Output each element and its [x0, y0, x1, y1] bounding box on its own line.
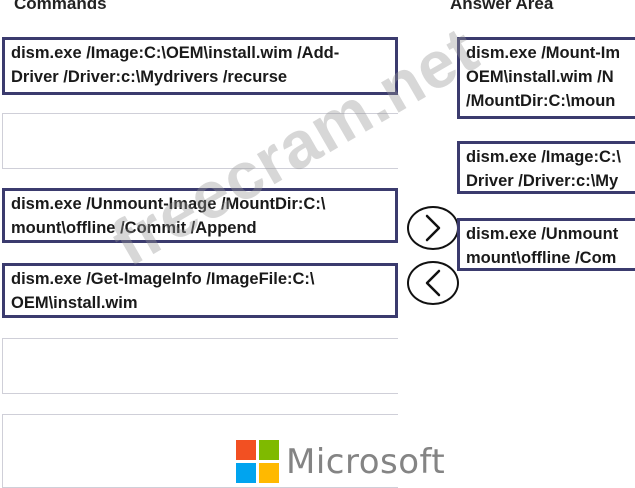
command-line: dism.exe /Get-ImageInfo /ImageFile:C:\	[11, 270, 315, 288]
commands-heading: Commands	[14, 0, 107, 13]
move-left-button[interactable]	[407, 261, 459, 305]
command-item-get-imageinfo[interactable]: dism.exe /Get-ImageInfo /ImageFile:C:\ O…	[2, 263, 398, 318]
answer-line: Driver /Driver:c:\My	[466, 172, 619, 190]
answer-item-mount-image[interactable]: dism.exe /Mount-Im OEM\install.wim /N /M…	[457, 37, 635, 119]
answer-item-unmount[interactable]: dism.exe /Unmount mount\offline /Com	[457, 218, 635, 271]
command-line: dism.exe /Image:C:\OEM\install.wim /Add-	[11, 44, 340, 62]
command-slot-empty[interactable]	[2, 113, 398, 169]
answer-line: dism.exe /Unmount	[466, 225, 619, 243]
command-item-add-driver[interactable]: dism.exe /Image:C:\OEM\install.wim /Add-…	[2, 37, 398, 95]
answer-line: dism.exe /Mount-Im	[466, 44, 621, 62]
command-slot-empty[interactable]	[2, 414, 398, 488]
answer-line: dism.exe /Image:C:\	[466, 148, 621, 166]
command-line: dism.exe /Unmount-Image /MountDir:C:\	[11, 195, 326, 213]
answer-line: OEM\install.wim /N	[466, 68, 614, 86]
chevron-left-icon	[425, 269, 441, 297]
command-line: Driver /Driver:c:\Mydrivers /recurse	[11, 68, 288, 86]
command-slot-empty[interactable]	[2, 338, 398, 394]
answer-item-add-driver[interactable]: dism.exe /Image:C:\ Driver /Driver:c:\My	[457, 141, 635, 194]
command-line: mount\offline /Commit /Append	[11, 219, 257, 237]
command-line: OEM\install.wim	[11, 294, 138, 312]
answer-line: mount\offline /Com	[466, 249, 617, 267]
answer-area-heading: Answer Area	[450, 0, 554, 13]
move-right-button[interactable]	[407, 206, 459, 250]
answer-line: /MountDir:C:\moun	[466, 92, 616, 110]
chevron-right-icon	[425, 214, 441, 242]
command-item-unmount-append[interactable]: dism.exe /Unmount-Image /MountDir:C:\ mo…	[2, 188, 398, 243]
